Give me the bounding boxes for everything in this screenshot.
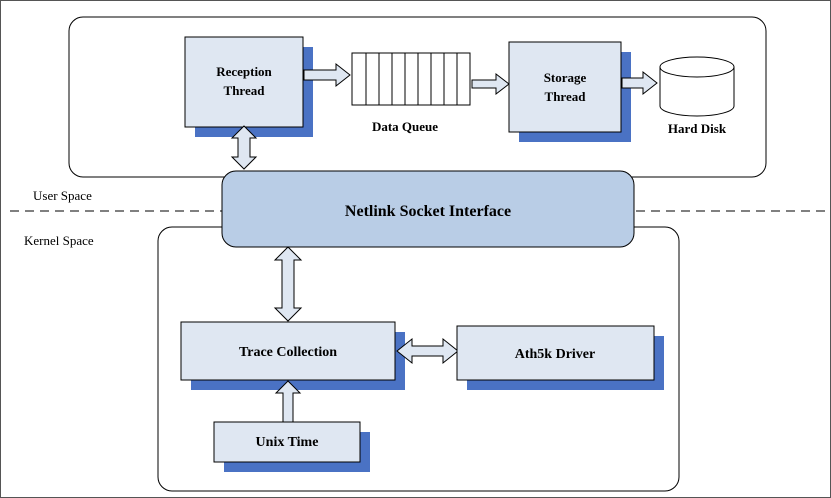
- ath5k-driver-box: Ath5k Driver: [456, 325, 664, 390]
- storage-thread-box: Storage Thread: [508, 41, 631, 142]
- unix-time-body: [213, 421, 361, 463]
- arrow-storage-to-disk: [621, 70, 658, 96]
- hard-disk-body: [659, 67, 735, 117]
- reception-thread-label-2: Thread: [224, 83, 266, 98]
- trace-collection-box: Trace Collection: [180, 321, 405, 390]
- storage-thread-label-1: Storage: [544, 70, 587, 85]
- ath5k-driver-body: [456, 325, 655, 381]
- reception-thread-body: [184, 36, 304, 128]
- trace-collection-body: [180, 321, 396, 381]
- hard-disk-label: Hard Disk: [668, 121, 727, 136]
- arrow-netlink-trace: [273, 246, 303, 322]
- data-queue-body: [351, 52, 471, 106]
- storage-thread-body: [508, 41, 622, 133]
- hard-disk-top: [659, 56, 735, 78]
- reception-thread-box: Reception Thread: [184, 36, 313, 137]
- netlink-label: Netlink Socket Interface: [345, 203, 511, 220]
- kernel-space-label: Kernel Space: [24, 233, 94, 248]
- arrow-reception-netlink: [230, 125, 258, 170]
- unix-time-box: Unix Time: [213, 421, 370, 472]
- hard-disk-icon: [659, 56, 735, 117]
- trace-collection-label: Trace Collection: [239, 345, 337, 360]
- user-space-label: User Space: [33, 188, 92, 203]
- storage-thread-label-2: Thread: [545, 89, 587, 104]
- arrow-reception-to-queue: [303, 62, 351, 88]
- data-queue-label: Data Queue: [372, 119, 438, 134]
- reception-thread-label-1: Reception: [216, 64, 272, 79]
- arrow-queue-to-storage: [471, 72, 510, 96]
- unix-time-label: Unix Time: [256, 435, 319, 450]
- ath5k-driver-label: Ath5k Driver: [515, 347, 596, 362]
- netlink-socket-interface: [221, 170, 635, 248]
- data-queue: [351, 52, 471, 106]
